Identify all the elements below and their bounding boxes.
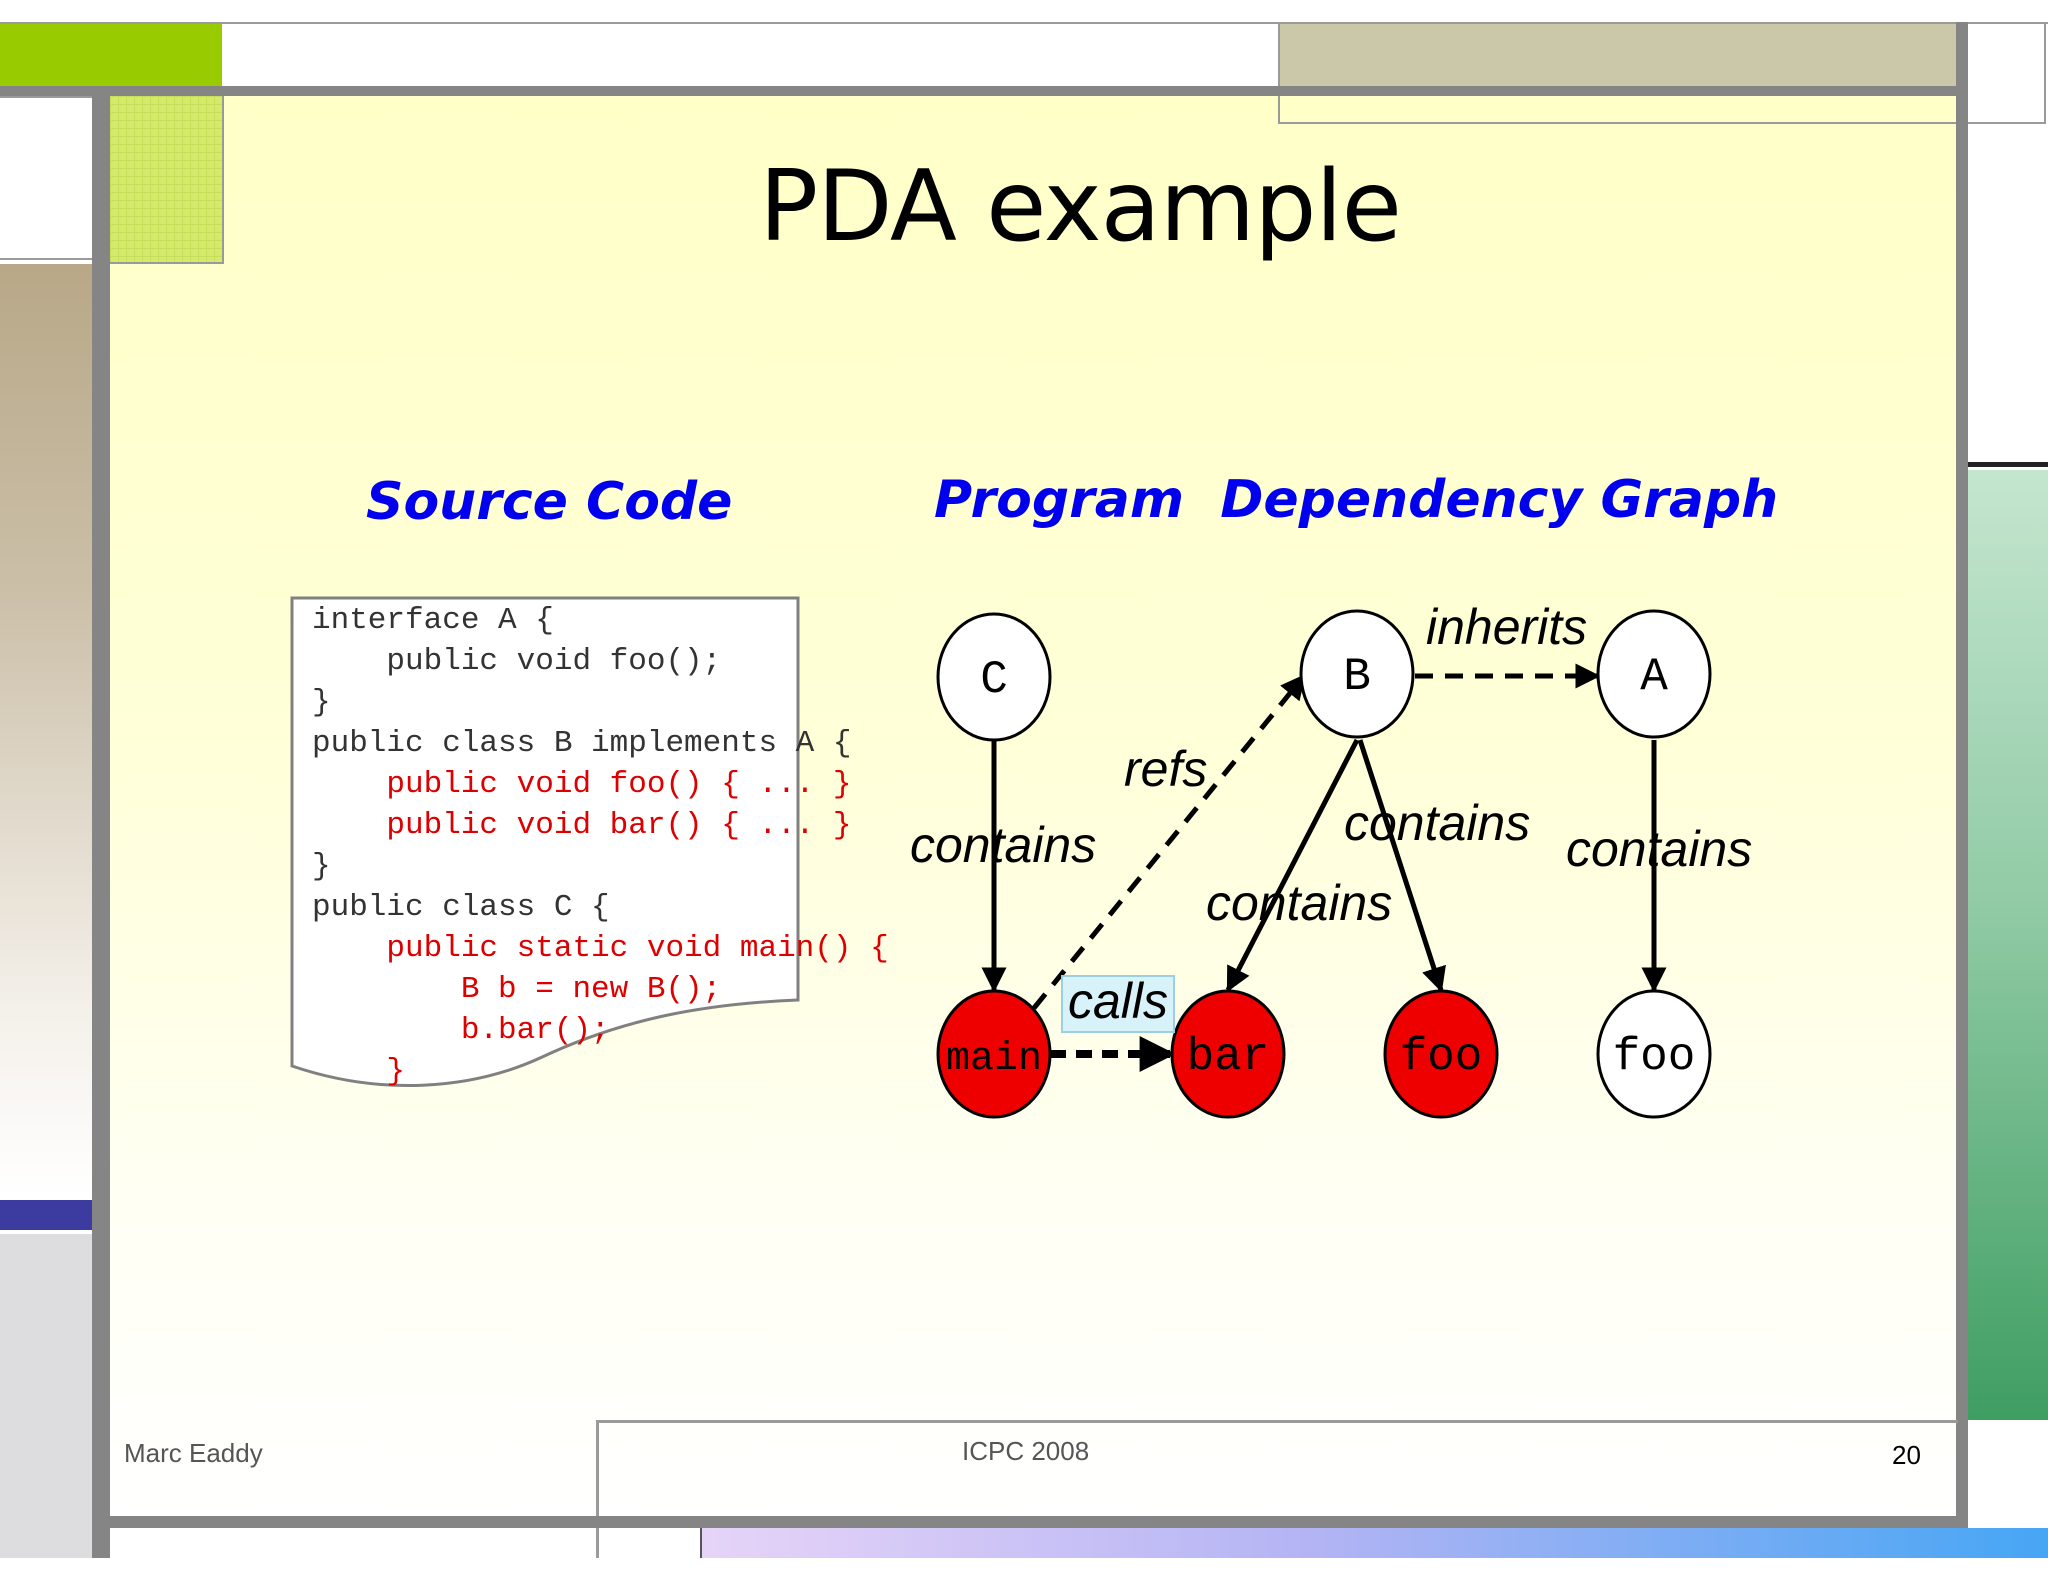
- node-main: [936, 989, 1052, 1119]
- node-label-C: C: [980, 654, 1008, 706]
- top-rule: [0, 22, 2048, 24]
- right-green-bar: [1968, 470, 2048, 1420]
- node-label-B: B: [1343, 651, 1371, 703]
- left-gradient-bar: [0, 264, 92, 1196]
- node-label-fooA: foo: [1613, 1031, 1696, 1083]
- node-label-fooB: foo: [1400, 1031, 1483, 1083]
- grid-pattern-square: [110, 96, 224, 264]
- frame-top-border: [0, 86, 1960, 96]
- node-B: [1299, 609, 1415, 739]
- footer-box: [596, 1420, 1958, 1558]
- graph-edges: [981, 663, 1667, 1072]
- code-line: public void foo();: [312, 644, 721, 679]
- frame-bottom-border: [92, 1516, 1968, 1528]
- node-fooA: [1596, 989, 1712, 1119]
- slide-title: PDA example: [759, 150, 1402, 264]
- node-C: [936, 612, 1052, 742]
- document-shape: [290, 596, 800, 1087]
- edge-label-C-main: contains: [910, 817, 1096, 873]
- node-label-bar: bar: [1187, 1031, 1270, 1083]
- green-corner-block: [0, 24, 222, 88]
- tan-header-outline: [1278, 22, 2046, 124]
- edge-B-foo: [1357, 739, 1446, 993]
- code-line: }: [312, 1054, 405, 1089]
- frame-left-border: [92, 86, 110, 1558]
- tan-header-block: [1280, 24, 1956, 86]
- code-listing: interface A { public void foo();} public …: [312, 603, 889, 1089]
- edge-main-B: [1032, 674, 1306, 1010]
- frame-right-border: [1956, 22, 1968, 1522]
- bottom-gradient-bar: [700, 1528, 2048, 1558]
- node-label-main: main: [946, 1037, 1042, 1082]
- left-white-block: [0, 96, 92, 260]
- footer-author: Marc Eaddy: [124, 1438, 263, 1468]
- node-bar: [1170, 989, 1286, 1119]
- edge-label-B-foo: contains: [1344, 795, 1530, 851]
- edge-label-B-A: inherits: [1426, 599, 1587, 655]
- edge-label-main-bar: calls: [1068, 973, 1168, 1029]
- edge-label-B-bar: contains: [1206, 875, 1392, 931]
- left-gray-bar: [0, 1234, 92, 1558]
- right-dark-rule: [1962, 462, 2048, 467]
- code-line: public class C {: [312, 890, 610, 925]
- code-line: public static void main() {: [312, 931, 889, 966]
- footer-conference: ICPC 2008: [962, 1436, 1090, 1466]
- code-line: }: [312, 849, 331, 884]
- edge-B-bar: [1225, 738, 1360, 993]
- code-line: B b = new B();: [312, 972, 721, 1007]
- graph-edge-labels: contains contains contains contains inherits…: [910, 599, 1752, 1033]
- code-line: public void bar() { ... }: [312, 808, 852, 843]
- node-fooB: [1383, 989, 1499, 1119]
- source-code-heading: Source Code: [366, 472, 733, 532]
- calls-label-highlight: [1061, 975, 1175, 1033]
- left-blue-bar: [0, 1200, 92, 1230]
- page-number: 20: [1892, 1440, 1921, 1470]
- node-label-A: A: [1640, 651, 1668, 703]
- node-A: [1596, 609, 1712, 739]
- code-line: b.bar();: [312, 1013, 610, 1048]
- dependency-graph-heading: Program Dependency Graph: [934, 470, 1779, 530]
- code-line: interface A {: [312, 603, 554, 638]
- edge-label-A-foo: contains: [1566, 821, 1752, 877]
- code-line: public void foo() { ... }: [312, 767, 852, 802]
- code-line: public class B implements A {: [312, 726, 852, 761]
- code-line: }: [312, 685, 331, 720]
- edge-label-main-B: refs: [1124, 741, 1207, 797]
